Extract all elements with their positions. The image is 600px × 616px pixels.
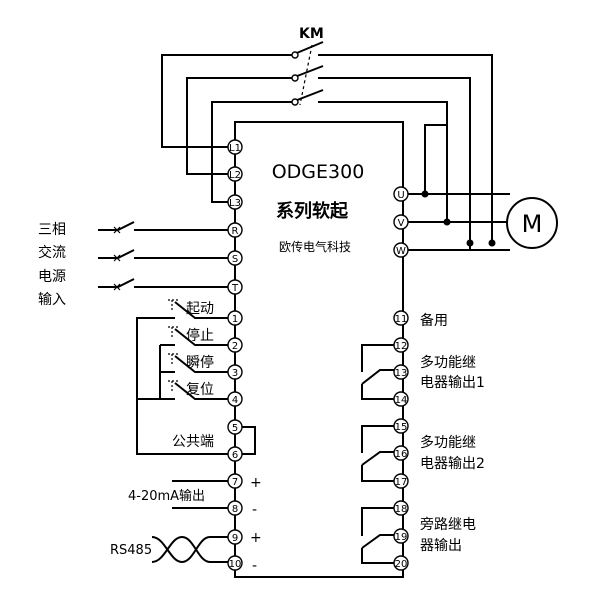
svg-text:V: V (398, 218, 405, 229)
svg-text:L1: L1 (229, 143, 241, 154)
power-input-label-2: 交流 (38, 244, 66, 261)
terminal-L1: L1 (227, 139, 243, 155)
terminal-12: 12 (393, 337, 409, 353)
label-relay1-line1: 多功能继 (420, 354, 476, 371)
rs485-label: RS485 (110, 543, 152, 558)
terminal-14: 14 (393, 391, 409, 407)
power-input-wires (98, 221, 228, 291)
terminal-U: U (393, 186, 409, 202)
rs485-minus: - (252, 558, 257, 574)
svg-text:8: 8 (232, 504, 238, 515)
motor-output-wires (402, 122, 510, 251)
terminal-2: 2 (227, 337, 243, 353)
label-relay2-line1: 多功能继 (420, 434, 476, 451)
label-bypass-line1: 旁路继电 (420, 516, 476, 533)
svg-text:7: 7 (232, 477, 238, 488)
label-start: 起动 (186, 301, 214, 317)
svg-text:16: 16 (395, 449, 408, 460)
svg-text:2: 2 (232, 341, 238, 352)
svg-text:L2: L2 (229, 170, 241, 181)
svg-text:10: 10 (229, 559, 242, 570)
label-common: 公共端 (172, 434, 214, 450)
svg-text:R: R (232, 226, 239, 237)
terminal-8: 8 (227, 500, 243, 516)
controller-box (234, 121, 404, 578)
label-relay1-line2: 电器输出1 (420, 375, 485, 391)
contactor-contact-3 (211, 89, 448, 222)
svg-text:4: 4 (232, 395, 238, 406)
power-input-label-3: 电源 (38, 269, 66, 285)
terminal-5: 5 (227, 419, 243, 435)
terminal-13: 13 (393, 364, 409, 380)
terminal-20: 20 (393, 555, 409, 571)
terminal-4: 4 (227, 391, 243, 407)
terminal-L3: L3 (227, 194, 243, 210)
svg-text:M: M (522, 210, 543, 238)
analog-output-wires (172, 480, 228, 509)
terminal-17: 17 (393, 473, 409, 489)
svg-text:S: S (232, 254, 238, 265)
svg-text:3: 3 (232, 368, 238, 379)
svg-text:T: T (231, 283, 239, 294)
terminal-S: S (227, 250, 243, 266)
svg-text:15: 15 (395, 422, 408, 433)
terminal-15: 15 (393, 418, 409, 434)
svg-text:6: 6 (232, 450, 238, 461)
terminal-W: W (393, 242, 409, 258)
svg-text:9: 9 (232, 533, 238, 544)
model-title: ODGE300 (272, 161, 365, 183)
rs485-twisted-pair (151, 535, 228, 564)
contactor-label: KM (299, 26, 324, 42)
power-input-label-1: 三相 (38, 222, 66, 238)
svg-text:U: U (397, 190, 404, 201)
svg-text:14: 14 (395, 395, 408, 406)
label-spare: 备用 (420, 312, 448, 329)
terminal-16: 16 (393, 445, 409, 461)
label-instant-stop: 瞬停 (186, 354, 214, 371)
svg-text:5: 5 (232, 423, 238, 434)
label-relay2-line2: 电器输出2 (420, 456, 485, 472)
terminal-1: 1 (227, 310, 243, 326)
series-title: 系列软起 (276, 200, 349, 222)
terminal-19: 19 (393, 528, 409, 544)
manufacturer-label: 欧传电气科技 (279, 239, 351, 254)
svg-text:18: 18 (395, 504, 408, 515)
contactor-mechanical-link (299, 44, 313, 106)
terminal-11: 11 (393, 310, 409, 326)
terminal-L2: L2 (227, 166, 243, 182)
terminal-V: V (393, 214, 409, 230)
svg-text:13: 13 (395, 368, 408, 379)
relay-output-wires (361, 344, 394, 564)
terminal-3: 3 (227, 364, 243, 380)
power-input-label-4: 输入 (38, 292, 66, 308)
analog-output-label: 4-20mA输出 (128, 488, 205, 504)
svg-text:11: 11 (395, 314, 408, 325)
analog-output-minus: - (252, 502, 257, 518)
label-bypass-line2: 器输出 (420, 538, 462, 554)
terminal-7: 7 (227, 473, 243, 489)
terminal-18: 18 (393, 500, 409, 516)
svg-text:19: 19 (395, 532, 408, 543)
contactor-contact-1 (161, 41, 493, 243)
svg-text:20: 20 (395, 559, 408, 570)
terminal-9: 9 (227, 529, 243, 545)
svg-text:12: 12 (395, 341, 408, 352)
rs485-plus: + (250, 530, 262, 546)
label-stop: 停止 (186, 327, 214, 344)
control-input-wires (136, 299, 256, 455)
analog-output-plus: + (250, 475, 262, 491)
label-reset: 复位 (186, 381, 214, 398)
terminal-6: 6 (227, 446, 243, 462)
motor-symbol: M (506, 197, 558, 249)
svg-text:17: 17 (395, 477, 408, 488)
svg-text:W: W (396, 246, 406, 257)
terminal-10: 10 (227, 555, 243, 571)
svg-text:1: 1 (232, 314, 238, 325)
svg-text:L3: L3 (229, 198, 241, 209)
terminal-R: R (227, 222, 243, 238)
power-input-labels: 三相 交流 电源 输入 (38, 222, 66, 308)
terminal-T: T (227, 279, 243, 295)
